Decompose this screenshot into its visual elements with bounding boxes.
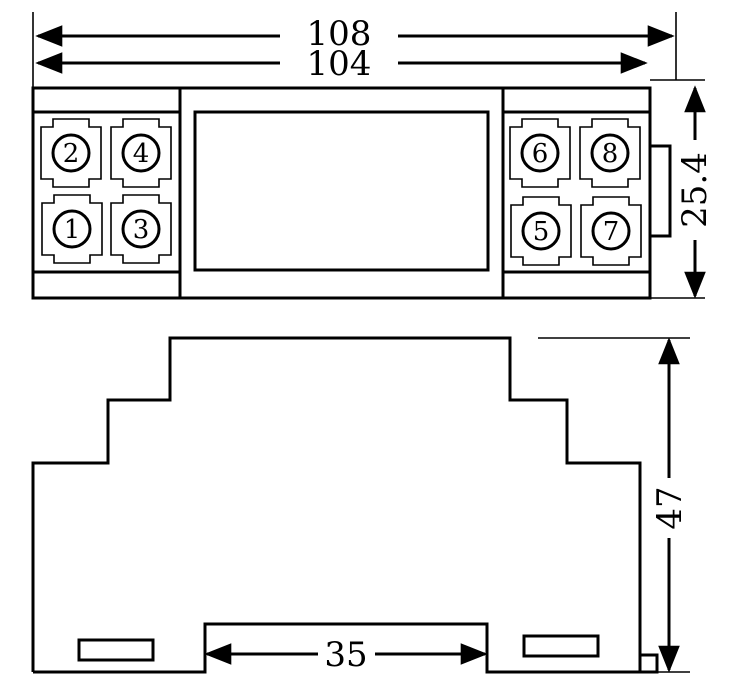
terminal-housing bbox=[579, 118, 641, 188]
terminal-4: 4 bbox=[110, 118, 172, 188]
dim-104-label: 104 bbox=[307, 44, 372, 84]
terminal-screw bbox=[52, 209, 92, 249]
display-window bbox=[193, 110, 490, 272]
terminal-group: 1 2 3 4 5 6 7 8 bbox=[40, 118, 642, 266]
clip-left bbox=[77, 638, 155, 662]
terminal-number: 6 bbox=[532, 139, 549, 169]
terminal-screw bbox=[521, 211, 561, 251]
side-view: 47 35 bbox=[31, 336, 690, 675]
rail-slot bbox=[33, 622, 640, 674]
terminal-screw bbox=[121, 209, 161, 249]
dim-35-label: 35 bbox=[324, 635, 367, 675]
top-view: 108 104 25.4 1 2 3 4 5 6 7 8 bbox=[31, 12, 715, 300]
terminal-screw bbox=[121, 133, 161, 173]
housing-profile bbox=[31, 336, 642, 672]
dim-25-4-label: 25.4 bbox=[675, 152, 715, 228]
side-clip bbox=[648, 144, 672, 238]
terminal-1: 1 bbox=[41, 194, 103, 264]
display-frame bbox=[178, 86, 505, 300]
terminal-7: 7 bbox=[580, 196, 642, 266]
terminal-number: 8 bbox=[602, 139, 619, 169]
terminal-6: 6 bbox=[509, 118, 571, 188]
terminal-housing bbox=[40, 118, 102, 188]
terminal-screw bbox=[591, 211, 631, 251]
foot-tab bbox=[638, 653, 659, 674]
terminal-housing bbox=[580, 196, 642, 266]
terminal-2: 2 bbox=[40, 118, 102, 188]
clip-right bbox=[522, 634, 600, 658]
terminal-number: 1 bbox=[64, 215, 81, 245]
terminal-3: 3 bbox=[110, 194, 172, 264]
dim-108-label: 108 bbox=[307, 14, 372, 54]
terminal-8: 8 bbox=[579, 118, 641, 188]
terminal-number: 7 bbox=[603, 217, 620, 247]
terminal-housing bbox=[510, 196, 572, 266]
terminal-screw bbox=[51, 133, 91, 173]
terminal-number: 3 bbox=[133, 215, 150, 245]
terminal-5: 5 bbox=[510, 196, 572, 266]
terminal-housing bbox=[41, 194, 103, 264]
terminal-housing bbox=[110, 194, 172, 264]
terminal-number: 5 bbox=[533, 217, 550, 247]
terminal-screw bbox=[520, 133, 560, 173]
terminal-number: 4 bbox=[133, 139, 150, 169]
terminal-housing bbox=[110, 118, 172, 188]
terminal-number: 2 bbox=[63, 139, 80, 169]
dim-47-label: 47 bbox=[650, 486, 690, 529]
terminal-screw bbox=[590, 133, 630, 173]
terminal-housing bbox=[509, 118, 571, 188]
